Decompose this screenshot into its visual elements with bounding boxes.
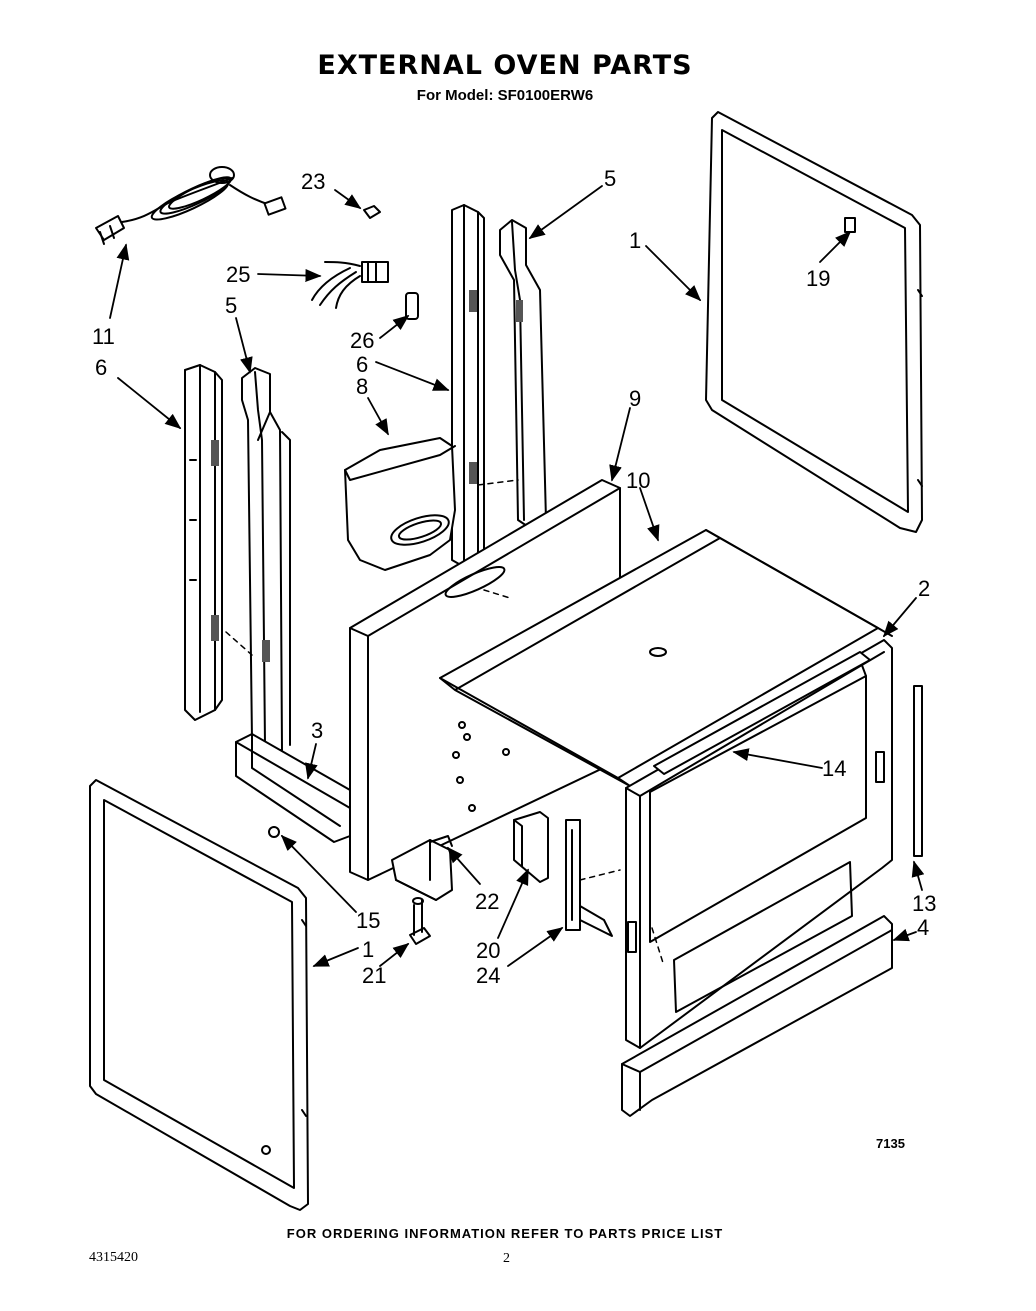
callout-6-rear: 6 xyxy=(356,352,368,377)
page-number: 2 xyxy=(503,1251,510,1266)
callout-13: 13 xyxy=(912,891,936,916)
bottom-rail-3 xyxy=(236,734,350,842)
callout-9: 9 xyxy=(629,386,641,411)
bracket-part-20 xyxy=(514,812,548,882)
ordering-note: FOR ORDERING INFORMATION REFER TO PARTS … xyxy=(286,1226,724,1241)
side-panel-right xyxy=(706,112,922,532)
block-part-26 xyxy=(406,293,418,319)
wire-harness-part xyxy=(312,262,388,308)
callout-11: 11 xyxy=(92,324,115,349)
callout-4: 4 xyxy=(917,915,929,940)
callout-23: 23 xyxy=(301,169,325,194)
page-title: EXTERNAL OVEN PARTS xyxy=(317,50,693,81)
callout-24: 24 xyxy=(476,963,500,988)
left-side-channel xyxy=(185,365,222,720)
vent-duct-part xyxy=(345,438,455,570)
callout-1-upper: 1 xyxy=(629,228,641,253)
callout-3: 3 xyxy=(311,718,323,743)
document-number: 4315420 xyxy=(89,1250,138,1265)
callout-14: 14 xyxy=(822,756,846,781)
front-frame xyxy=(626,640,892,1048)
callout-5-left: 5 xyxy=(225,293,237,318)
callout-5-rear: 5 xyxy=(604,166,616,191)
side-panel-left xyxy=(90,780,308,1210)
kick-plate-4 xyxy=(622,916,892,1116)
rear-side-rail xyxy=(500,220,546,528)
frame-strip-14 xyxy=(654,652,870,774)
power-cord-part xyxy=(96,167,286,244)
callout-26: 26 xyxy=(350,328,374,353)
bracket-part-22 xyxy=(392,836,452,900)
callout-19: 19 xyxy=(806,266,830,291)
rear-channel xyxy=(452,205,484,568)
left-side-rail xyxy=(242,368,290,752)
callout-8: 8 xyxy=(356,374,368,399)
top-panel xyxy=(440,530,892,786)
callout-10: 10 xyxy=(626,468,650,493)
callout-15: 15 xyxy=(356,908,380,933)
callout-25: 25 xyxy=(226,262,250,287)
plug-part-15 xyxy=(269,827,279,837)
callout-21: 21 xyxy=(362,963,386,988)
callout-6-left: 6 xyxy=(95,355,107,380)
leader-lines xyxy=(110,186,925,966)
callout-20: 20 xyxy=(476,938,500,963)
leveling-leg-21 xyxy=(410,898,430,944)
alignment-lines xyxy=(226,480,664,966)
figure-number: 7135 xyxy=(876,1136,905,1151)
door-hinge-24 xyxy=(566,820,612,936)
callout-1-lower: 1 xyxy=(362,937,374,962)
trim-strip-13 xyxy=(914,686,922,856)
callout-2: 2 xyxy=(918,576,930,601)
model-subtitle: For Model: SF0100ERW6 xyxy=(416,87,594,104)
clip-part-23 xyxy=(364,206,380,218)
callout-22: 22 xyxy=(475,889,499,914)
